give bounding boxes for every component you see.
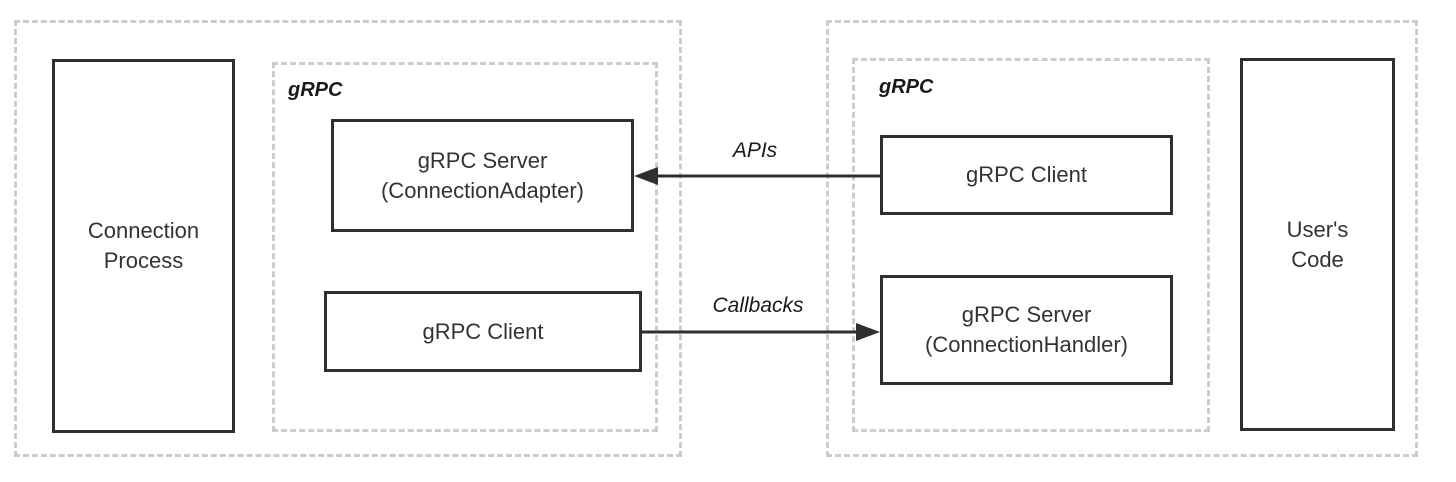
left-process-container (14, 20, 682, 457)
grpc-client-left-label: gRPC Client (422, 318, 544, 344)
grpc-server-connectionadapter-box[interactable]: gRPC Server (ConnectionAdapter) (331, 119, 634, 232)
callbacks-edge-label: Callbacks (712, 294, 804, 317)
left-grpc-container (272, 62, 658, 432)
right-grpc-group-label: gRPC (879, 76, 934, 98)
connection-process-box[interactable]: Connection Process (52, 59, 235, 433)
grpc-server-connectionhandler-label: gRPC Server (ConnectionHandler) (925, 302, 1128, 357)
right-process-container (826, 20, 1418, 457)
right-grpc-container (852, 58, 1210, 432)
grpc-server-connectionhandler-box[interactable]: gRPC Server (ConnectionHandler) (880, 275, 1173, 385)
connection-process-label: Connection Process (87, 218, 200, 273)
left-grpc-group-label: gRPC (288, 79, 343, 101)
grpc-client-right-box[interactable]: gRPC Client (880, 135, 1173, 215)
grpc-client-left-box[interactable]: gRPC Client (324, 291, 642, 372)
users-code-box[interactable]: User's Code (1240, 58, 1395, 431)
grpc-client-right-label: gRPC Client (965, 162, 1088, 187)
apis-edge-label: APIs (732, 139, 778, 162)
users-code-label: User's Code (1286, 216, 1349, 272)
grpc-server-connectionadapter-label: gRPC Server (ConnectionAdapter) (380, 147, 584, 203)
